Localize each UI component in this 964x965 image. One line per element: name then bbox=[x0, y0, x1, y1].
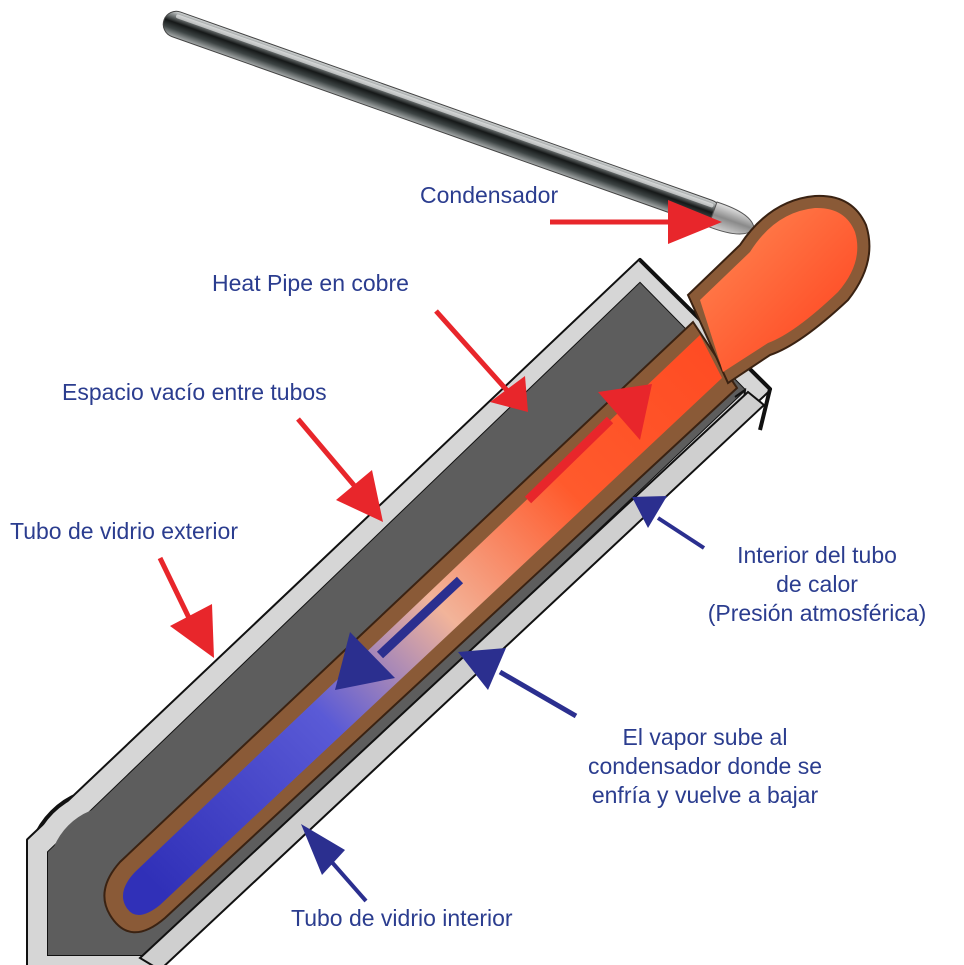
label-interior-line-3: (Presión atmosférica) bbox=[676, 599, 958, 628]
label-espacio-vacio: Espacio vacío entre tubos bbox=[62, 378, 327, 407]
label-heat-pipe: Heat Pipe en cobre bbox=[212, 269, 409, 298]
label-vapor-line-2: condensador donde se bbox=[545, 752, 865, 781]
pointer-arrow-vapor bbox=[458, 648, 576, 716]
label-interior-line-1: Interior del tubo bbox=[676, 541, 958, 570]
label-tubo-interior: Tubo de vidrio interior bbox=[291, 904, 513, 933]
label-interior-line-2: de calor bbox=[676, 570, 958, 599]
pointer-arrow-tubo-exterior bbox=[160, 558, 214, 658]
label-interior-del-tubo: Interior del tubo de calor (Presión atmo… bbox=[676, 541, 958, 628]
label-el-vapor: El vapor sube al condensador donde se en… bbox=[545, 723, 865, 810]
label-condensador: Condensador bbox=[420, 181, 558, 210]
label-vapor-line-3: enfría y vuelve a bajar bbox=[545, 781, 865, 810]
label-vapor-line-1: El vapor sube al bbox=[545, 723, 865, 752]
pointer-arrow-tubo-interior bbox=[301, 824, 366, 901]
label-tubo-exterior: Tubo de vidrio exterior bbox=[10, 517, 238, 546]
pointer-arrow-espacio bbox=[298, 419, 383, 522]
pointer-arrow-heat-pipe bbox=[436, 311, 528, 412]
